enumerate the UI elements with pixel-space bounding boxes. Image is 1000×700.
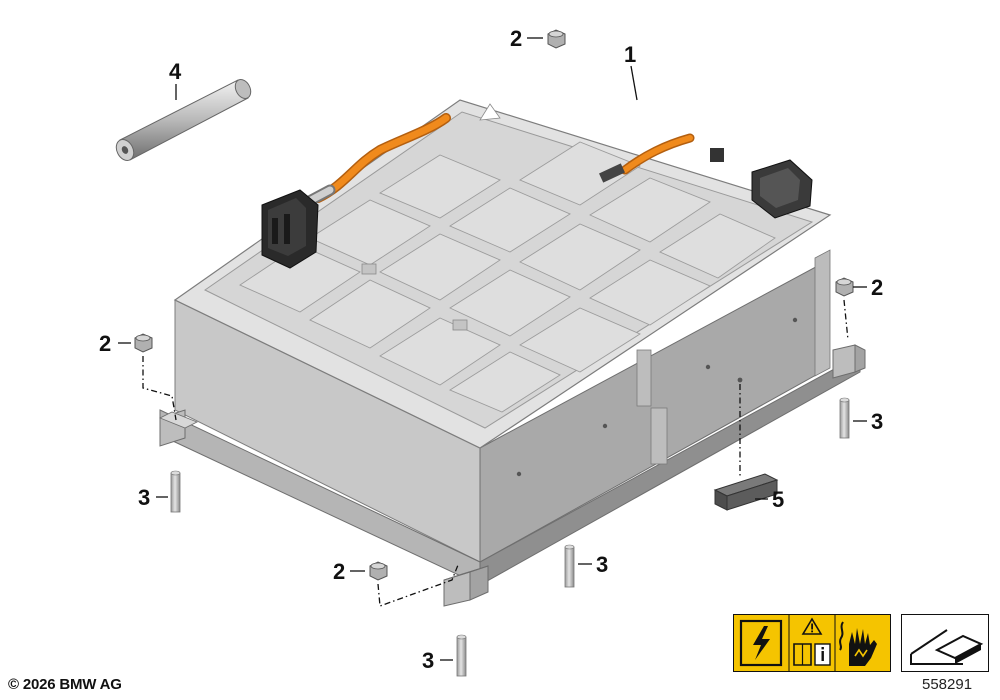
- nut-right: [835, 277, 854, 297]
- callout-4: 4: [169, 59, 182, 84]
- corner-mount-left: [159, 409, 198, 447]
- callout-5: 5: [772, 487, 784, 512]
- callout-numbers: 1 2 2 2 2 3 3 3 3 4 5: [99, 26, 883, 673]
- callout-3-center: 3: [596, 552, 608, 577]
- callout-2-top: 2: [510, 26, 522, 51]
- lid-arrow-marker: [479, 103, 501, 121]
- copyright-notice: © 2026 BMW AG: [8, 676, 122, 693]
- part-4-rod: [115, 79, 252, 161]
- nut-bottom: [369, 561, 388, 581]
- callout-2-left: 2: [99, 331, 111, 356]
- pin-right: [839, 397, 850, 439]
- slope-reference-icon: [901, 614, 989, 672]
- pin-center: [564, 544, 575, 588]
- service-connector: [751, 159, 813, 219]
- callout-2-right: 2: [871, 275, 883, 300]
- warning-label: [733, 614, 891, 672]
- corner-mount-right: [832, 344, 866, 379]
- manual-info-icon: [793, 643, 831, 666]
- leader-lines: [118, 37, 867, 661]
- pin-bottom: [456, 634, 467, 677]
- callout-3-left: 3: [138, 485, 150, 510]
- high-voltage-icon: [739, 619, 783, 667]
- callout-3-bottom: 3: [422, 648, 434, 673]
- hv-connector: [261, 189, 319, 269]
- battery-unit: [159, 99, 866, 607]
- callout-3-right: 3: [871, 409, 883, 434]
- nut-top: [547, 29, 566, 49]
- diagram-id: 558291: [922, 676, 973, 693]
- warning-triangle-icon: [801, 617, 823, 635]
- hand-warning-icon: [839, 621, 877, 666]
- callout-1: 1: [624, 42, 636, 67]
- part-5-block: [713, 473, 779, 511]
- corner-mount-front: [443, 565, 489, 607]
- pin-left: [170, 470, 181, 513]
- callout-2-bottom: 2: [333, 559, 345, 584]
- nut-left: [134, 333, 153, 353]
- lid-embossing: [239, 141, 776, 413]
